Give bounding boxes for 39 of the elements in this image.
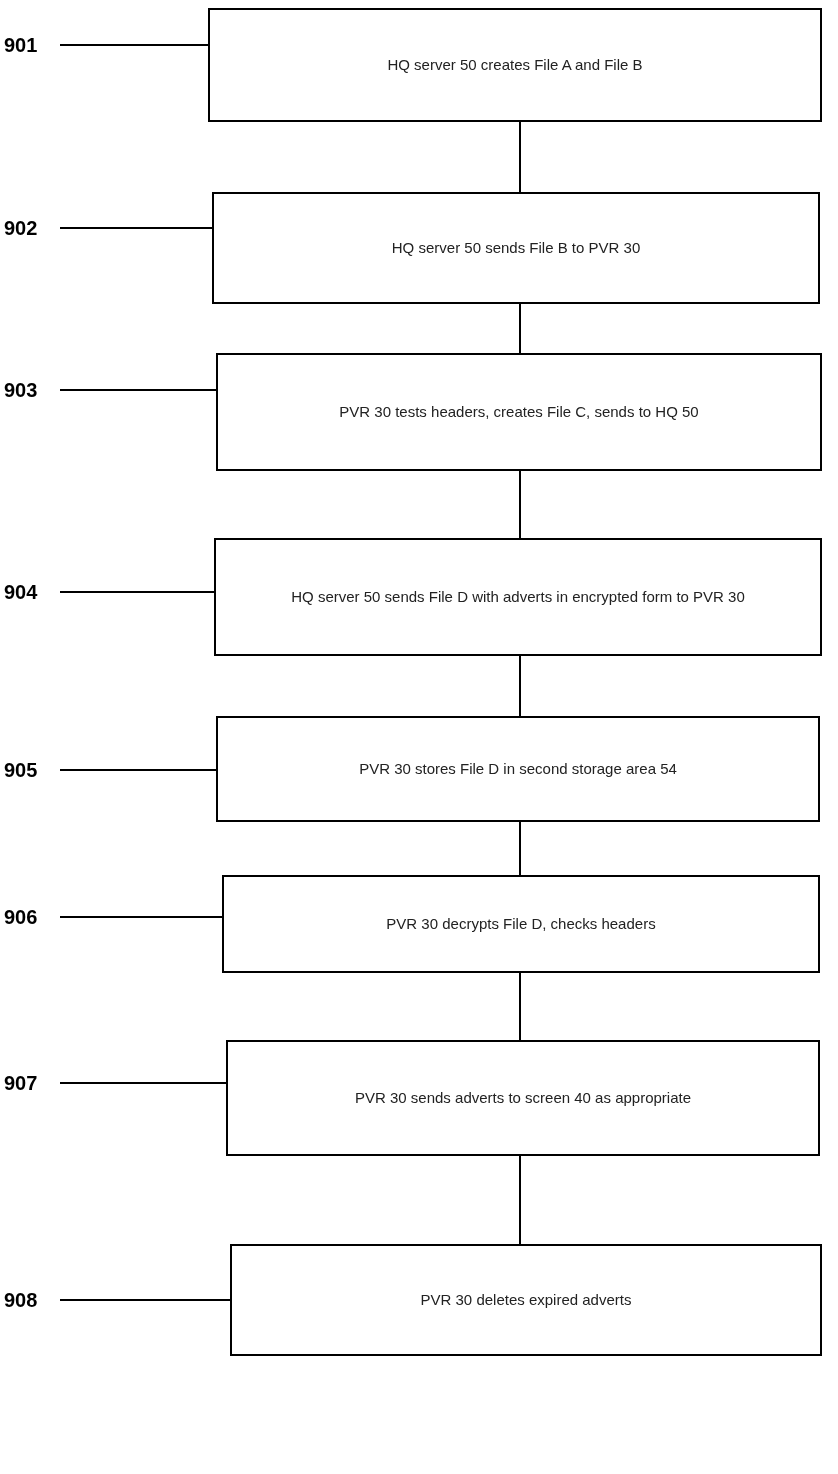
connector-line xyxy=(519,1155,521,1245)
step-text: PVR 30 deletes expired adverts xyxy=(420,1290,632,1310)
process-box xyxy=(216,716,820,822)
connector-line xyxy=(519,470,521,539)
leader-line xyxy=(59,227,213,229)
leader-line xyxy=(59,1299,231,1301)
step-text: HQ server 50 sends File B to PVR 30 xyxy=(391,238,641,258)
leader-line xyxy=(59,916,223,918)
connector-line xyxy=(519,121,521,193)
process-box xyxy=(216,353,822,471)
process-box xyxy=(226,1040,820,1156)
step-text: PVR 30 decrypts File D, checks headers xyxy=(386,914,656,934)
step-text: HQ server 50 creates File A and File B xyxy=(387,55,643,75)
process-box xyxy=(208,8,822,122)
connector-line xyxy=(519,821,521,876)
process-box xyxy=(212,192,820,304)
leader-line xyxy=(59,44,209,46)
leader-line xyxy=(59,1082,227,1084)
step-number: 901 xyxy=(4,32,54,58)
step-number: 904 xyxy=(4,579,54,605)
connector-line xyxy=(519,655,521,717)
connector-line xyxy=(519,972,521,1041)
step-text: PVR 30 stores File D in second storage area 54 xyxy=(359,759,677,779)
step-number: 905 xyxy=(4,757,54,783)
leader-line xyxy=(59,591,215,593)
leader-line xyxy=(59,389,217,391)
process-box xyxy=(214,538,822,656)
step-number: 902 xyxy=(4,215,54,241)
step-text: PVR 30 sends adverts to screen 40 as appropriate xyxy=(355,1088,691,1108)
process-box xyxy=(222,875,820,973)
connector-line xyxy=(519,303,521,354)
step-number: 906 xyxy=(4,904,54,930)
step-text: HQ server 50 sends File D with adverts in encrypted form to PVR 30 xyxy=(291,587,745,607)
step-number: 903 xyxy=(4,377,54,403)
step-text: PVR 30 tests headers, creates File C, sends to HQ 50 xyxy=(339,402,699,422)
step-number: 907 xyxy=(4,1070,54,1096)
leader-line xyxy=(59,769,217,771)
step-number: 908 xyxy=(4,1287,54,1313)
process-box xyxy=(230,1244,822,1356)
